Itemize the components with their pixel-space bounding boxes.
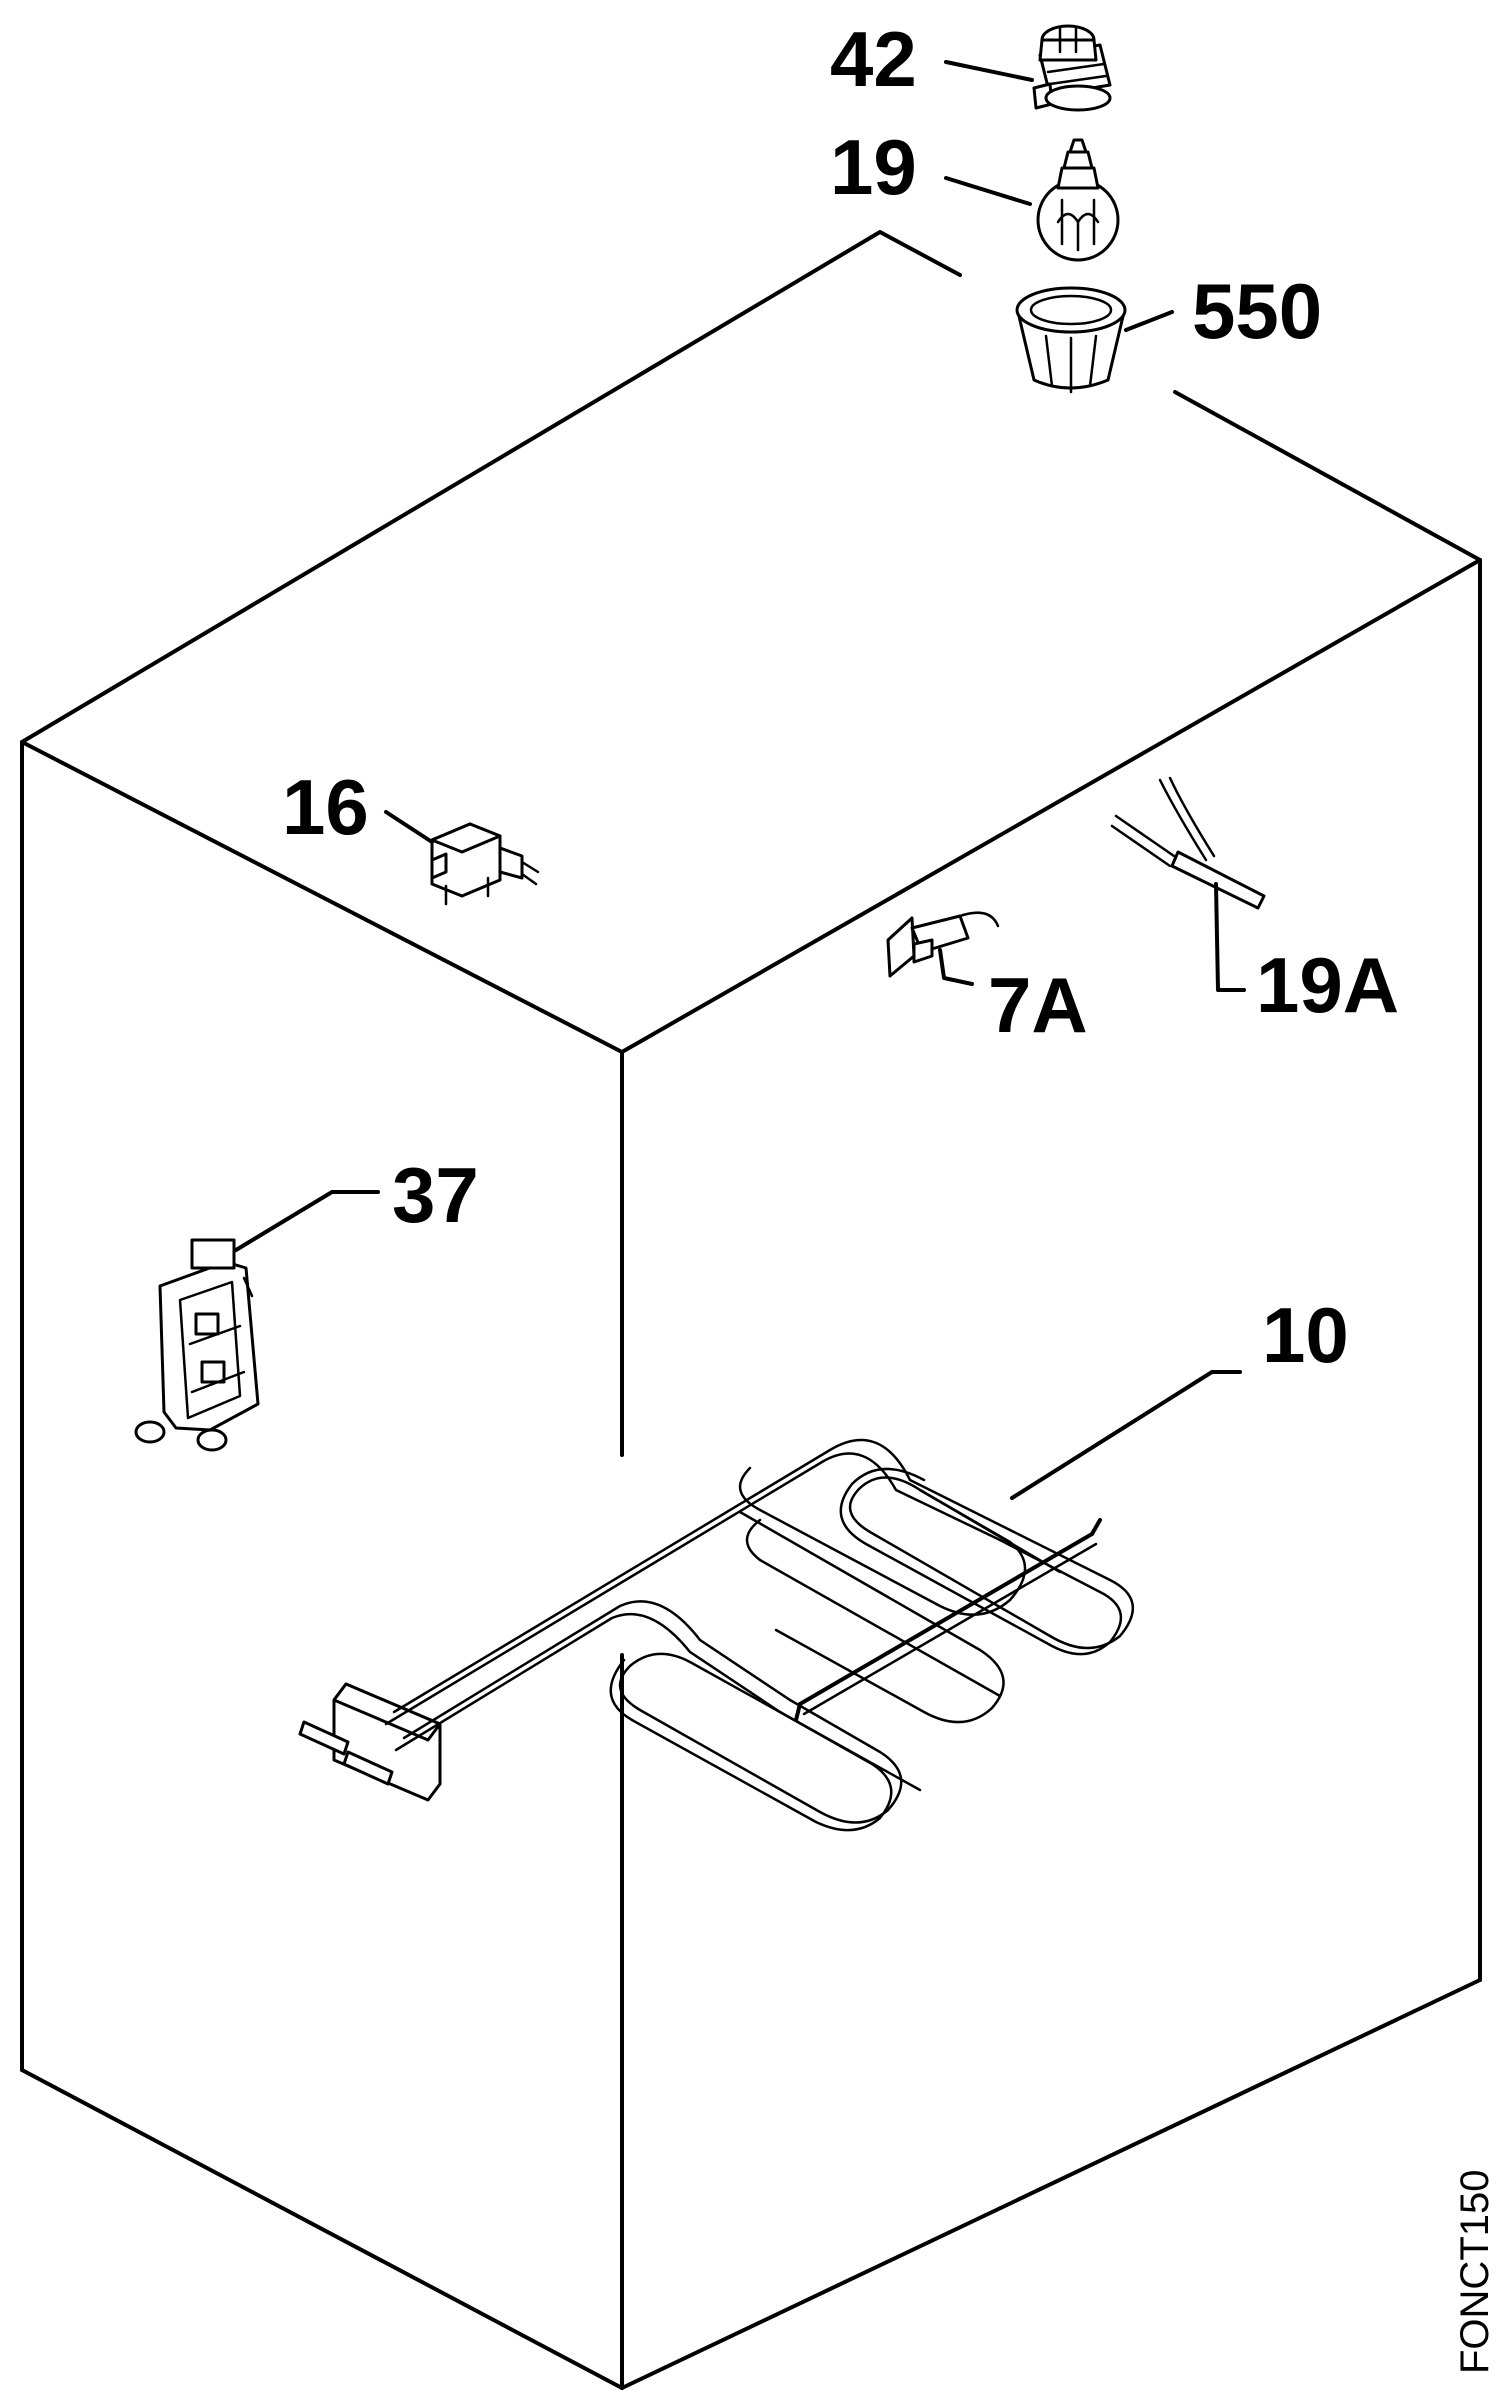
callout-label-16: 16 — [282, 763, 369, 851]
temperature-sensor-part-19A — [1110, 776, 1266, 910]
lamp-holder-part-550 — [1015, 286, 1127, 394]
leader-line-16 — [384, 810, 434, 844]
callout-label-19A: 19A — [1256, 941, 1399, 1029]
lamp-cap-part-42 — [1032, 24, 1112, 112]
callout-label-10: 10 — [1262, 1291, 1349, 1379]
terminal-block-part-37 — [134, 1238, 260, 1452]
drawing-reference-code: FONCT150 — [1453, 2170, 1497, 2375]
leader-line-10 — [1010, 1370, 1242, 1500]
heating-element-part-10 — [298, 1438, 1135, 1832]
leader-line-19 — [944, 176, 1032, 206]
leader-line-42 — [944, 60, 1034, 82]
lamp-bulb-part-19 — [1036, 138, 1120, 262]
oven-cabinet-outline — [20, 230, 1482, 2390]
callout-label-42: 42 — [830, 15, 917, 103]
leader-line-7A — [938, 948, 974, 986]
callout-label-550: 550 — [1192, 267, 1322, 355]
leader-line-37 — [234, 1190, 380, 1252]
callout-label-37: 37 — [392, 1151, 479, 1239]
leader-line-19A — [1214, 882, 1246, 992]
callout-label-7A: 7A — [988, 961, 1088, 1049]
callout-label-19: 19 — [830, 123, 917, 211]
leader-line-550 — [1124, 310, 1174, 332]
push-switch-part-16 — [430, 822, 540, 906]
micro-switch-part-7A — [886, 911, 1000, 978]
